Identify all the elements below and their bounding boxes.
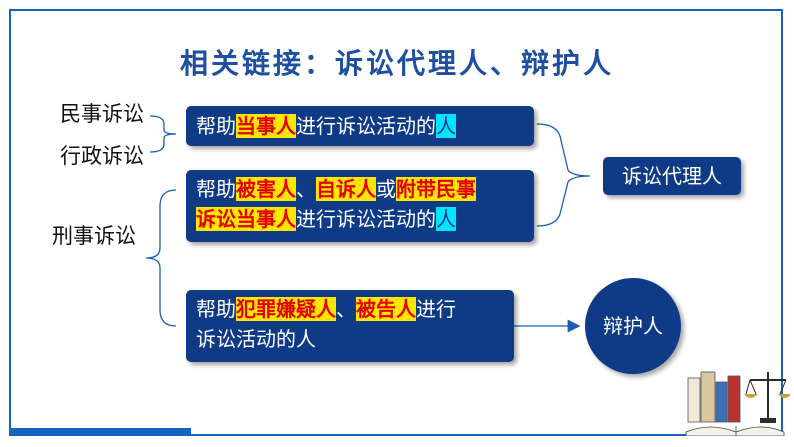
label-admin-litigation: 行政诉讼 — [60, 144, 144, 168]
highlight-person: 人 — [436, 114, 456, 138]
defender-circle: 辩护人 — [585, 278, 681, 374]
proxy-brace — [536, 123, 591, 227]
highlight-term: 附带民事 — [396, 177, 476, 201]
box-line-1: 帮助被害人、自诉人或附带民事 — [196, 174, 524, 204]
label-civil-litigation: 民事诉讼 — [60, 102, 144, 126]
text: 或 — [376, 177, 396, 201]
text: 帮助 — [196, 114, 236, 138]
civil-admin-brace — [149, 115, 177, 153]
box-line-2: 诉讼当事人进行诉讼活动的人 — [196, 204, 524, 234]
text: 帮助 — [196, 177, 236, 201]
box-line-1: 帮助犯罪嫌疑人、被告人进行 — [196, 294, 504, 324]
text: 进行诉讼活动的 — [296, 207, 436, 231]
highlight-term: 自诉人 — [316, 177, 376, 201]
highlight-term: 诉讼当事人 — [196, 207, 296, 231]
label-criminal-litigation: 刑事诉讼 — [52, 224, 136, 248]
text: 、 — [336, 297, 356, 321]
text: 进行诉讼活动的 — [296, 114, 436, 138]
slide-title: 相关链接：诉讼代理人、辩护人 — [179, 47, 614, 80]
text: 进行 — [416, 297, 456, 321]
text: 、 — [296, 177, 316, 201]
highlight-person: 人 — [436, 207, 456, 231]
highlight-term: 当事人 — [236, 114, 296, 138]
highlight-term: 犯罪嫌疑人 — [236, 297, 336, 321]
highlight-term: 被害人 — [236, 177, 296, 201]
text: 帮助 — [196, 297, 236, 321]
box-help-parties: 帮助当事人进行诉讼活动的人 — [186, 106, 534, 146]
box-line-2: 诉讼活动的人 — [196, 327, 316, 351]
books-scales-icon — [685, 371, 790, 436]
highlight-term: 被告人 — [356, 297, 416, 321]
corner-accent — [11, 428, 191, 434]
criminal-brace — [145, 189, 177, 327]
box-help-suspects: 帮助犯罪嫌疑人、被告人进行 诉讼活动的人 — [186, 290, 514, 362]
box-help-victims: 帮助被害人、自诉人或附带民事 诉讼当事人进行诉讼活动的人 — [186, 170, 534, 242]
litigation-agent-box: 诉讼代理人 — [603, 157, 741, 195]
